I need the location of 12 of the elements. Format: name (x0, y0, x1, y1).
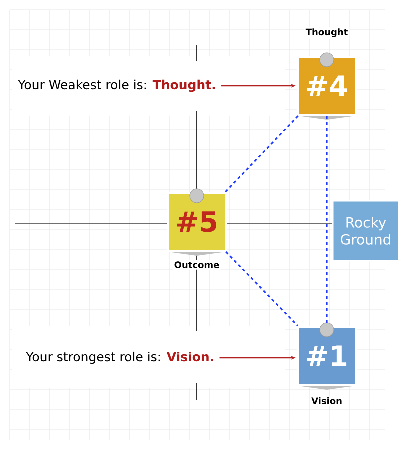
note-caption: Vision (310, 396, 344, 406)
note-caption: Outcome (172, 260, 222, 270)
dashed-line (226, 251, 298, 327)
role-statement: Your Weakest role is: Thought. (18, 80, 216, 92)
note-box: Rocky Ground (332, 200, 400, 262)
dashed-line (326, 116, 328, 326)
sticky-note: #4 (297, 56, 357, 120)
dashed-line (225, 115, 299, 193)
sticky-note: #1 (297, 326, 357, 390)
note-caption: Thought (304, 27, 350, 39)
sticky-note: #5 (167, 192, 227, 256)
role-statement: Your strongest role is: Vision. (26, 352, 214, 364)
